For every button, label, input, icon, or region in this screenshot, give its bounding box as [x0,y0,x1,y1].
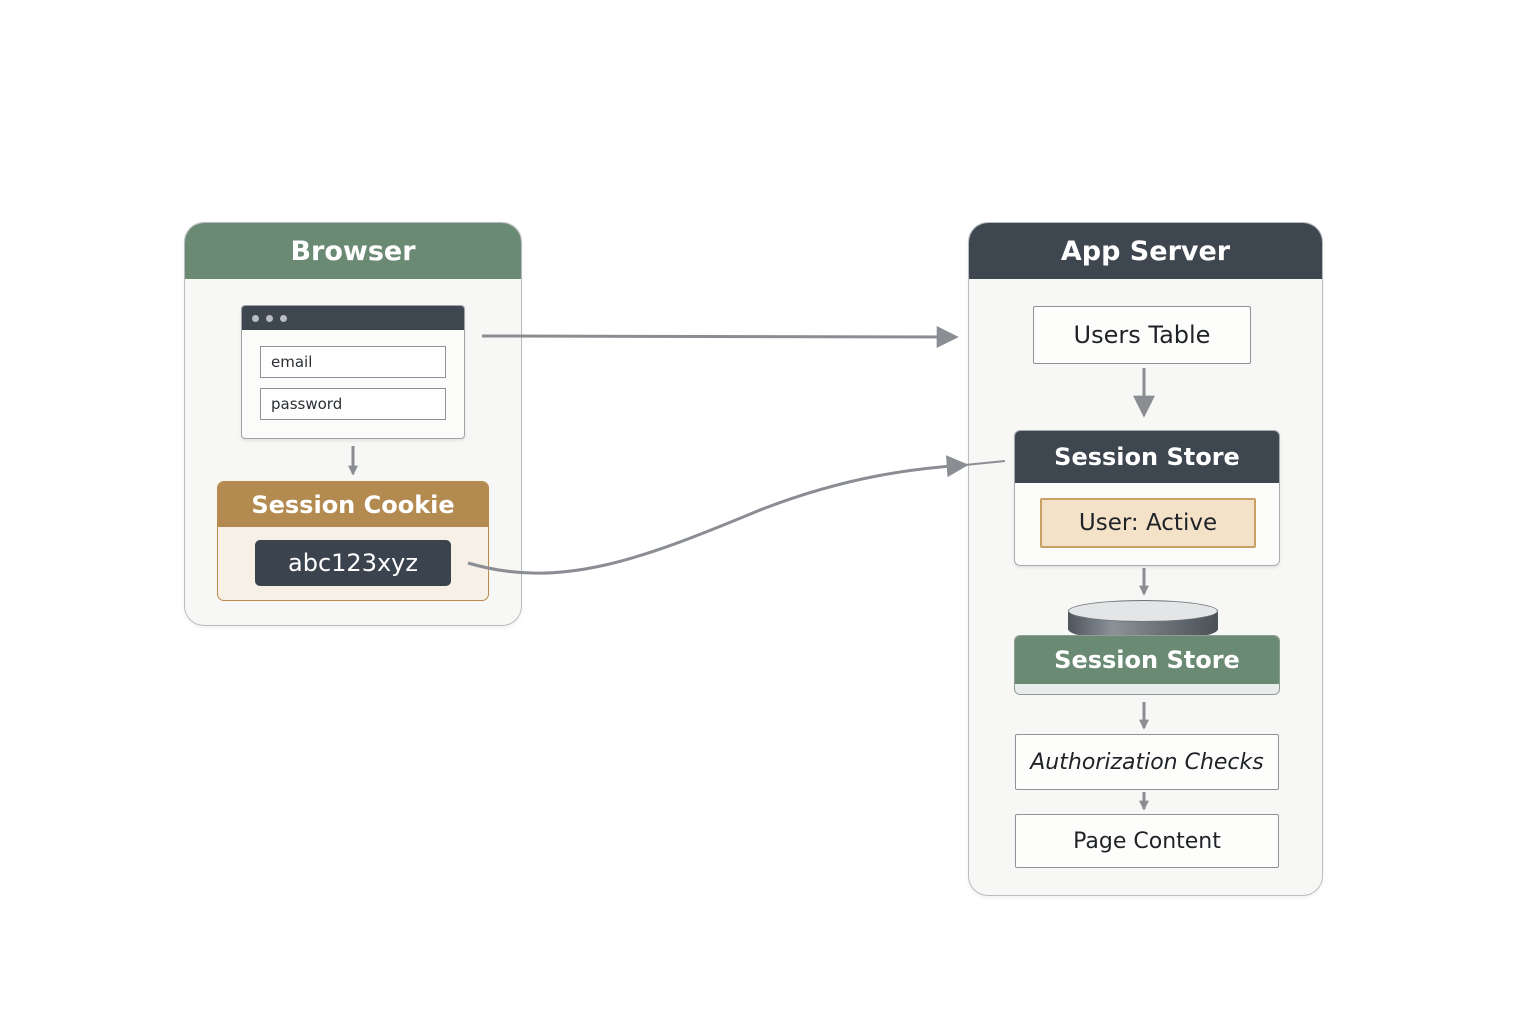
session-store-database: Session Store [1014,635,1280,695]
session-store-database-title: Session Store [1015,636,1279,684]
arrow-login-to-users-table [481,325,959,348]
session-cookie-title: Session Cookie [218,482,488,527]
window-dot-icon [252,315,259,322]
database-top-icon [1068,600,1218,622]
session-cookie-card: Session Cookie abc123xyz [217,481,489,601]
window-titlebar [242,306,464,330]
window-dot-icon [280,315,287,322]
arrow-cookie-to-session-store [467,455,969,575]
authorization-checks-box: Authorization Checks [1015,734,1279,790]
email-field[interactable]: email [260,346,446,378]
user-status-badge: User: Active [1040,498,1256,548]
login-window: email password [241,305,465,439]
session-cookie-value: abc123xyz [255,540,451,586]
password-field[interactable]: password [260,388,446,420]
window-dot-icon [266,315,273,322]
page-content-box: Page Content [1015,814,1279,868]
browser-panel: Browser email password Session Cookie ab… [184,222,522,626]
session-store-card-title: Session Store [1015,431,1279,483]
session-store-card: Session Store User: Active [1014,430,1280,566]
app-server-panel: App Server Users Table Session Store Use… [968,222,1323,896]
browser-title: Browser [185,223,521,279]
app-server-title: App Server [969,223,1322,279]
users-table-box: Users Table [1033,306,1251,364]
